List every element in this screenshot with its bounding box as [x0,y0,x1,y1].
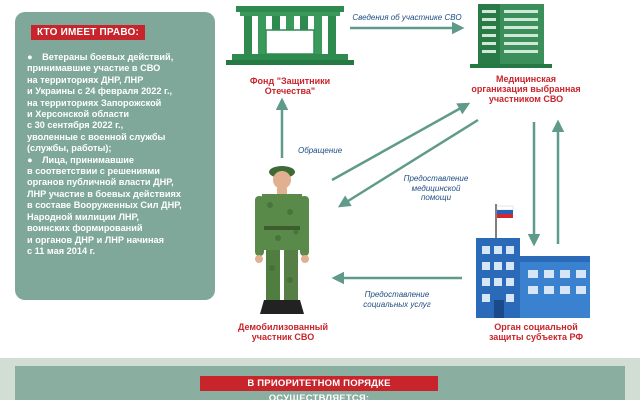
arrows [275,21,565,285]
arrow-soldier-to-medical [331,102,471,182]
eligibility-text: ● Ветераны боевых действий, принимавшие … [27,52,205,257]
bullet-dot-icon: ● [27,154,33,165]
fund-label: Фонд "Защитники Отечества" [249,76,331,96]
social-label: Орган социальной защиты субъекта РФ [488,322,584,342]
fund-building-icon [226,6,354,65]
bullet-dot-icon: ● [27,52,33,62]
eligibility-panel: КТО ИМЕЕТ ПРАВО: ● Ветераны боевых дейст… [15,12,215,300]
eligibility-title: КТО ИМЕЕТ ПРАВО: [31,25,145,40]
note-social-services: Предоставление социальных услуг [363,290,431,309]
eligibility-bullet-2: ● Лица, принимавшие в соответствии с реш… [27,154,182,256]
arrow-medical-to-soldier [337,118,479,208]
soldier-label: Демобилизованный участник СВО [237,322,329,342]
eligibility-bullet-1: ● Ветераны боевых действий, принимавшие … [27,52,174,154]
medical-label: Медицинская организация выбранная участн… [471,74,581,104]
note-medical-help: Предоставление медицинской помощи [403,174,469,202]
medical-building-icon [470,4,552,68]
note-svo-info: Сведения об участнике СВО [352,13,462,22]
social-building-icon [476,204,590,318]
soldier-figure-icon [255,166,309,314]
priority-banner: В ПРИОРИТЕТНОМ ПОРЯДКЕ ОСУЩЕСТВЛЯЕТСЯ: [200,376,438,404]
note-appeal: Обращение [298,146,343,155]
